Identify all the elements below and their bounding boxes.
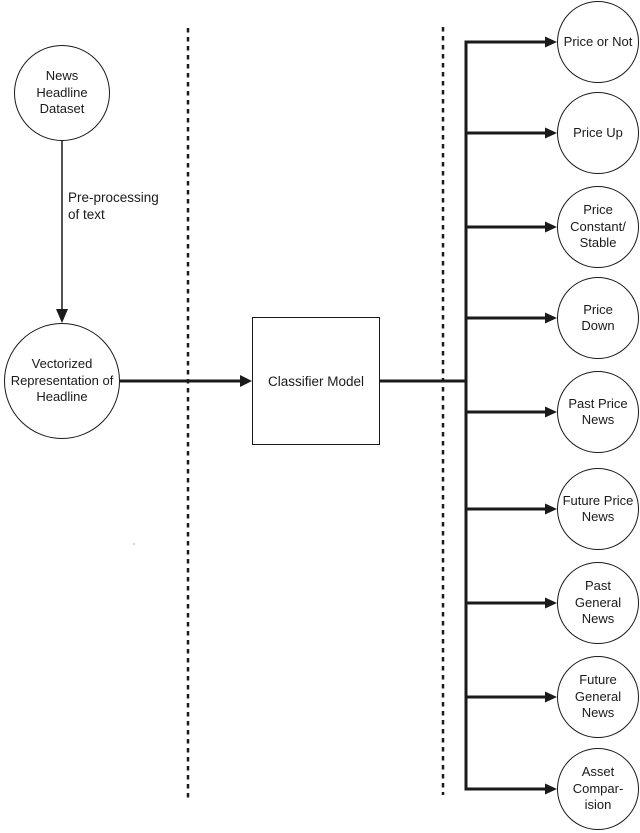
branch-arrow-4: [464, 312, 557, 324]
branch-arrow-9: [464, 783, 557, 795]
branch-arrow-2: [464, 127, 557, 139]
node-output-past-general-news: Past General News: [557, 562, 639, 644]
branch-arrow-1: [464, 36, 557, 48]
arrow-head: [545, 597, 557, 609]
node-label: Price Down: [581, 301, 615, 333]
vectorized-to-classifier-arrow: [119, 375, 252, 387]
arrow-head: [545, 127, 557, 139]
node-output-price-down: Price Down: [557, 277, 639, 359]
node-label: Future Price News: [562, 492, 634, 524]
node-output-asset-comparision: Asset Compar- ision: [557, 748, 639, 830]
node-output-price-constant-stable: Price Constant/ Stable: [557, 186, 639, 268]
node-label: Future General News: [574, 672, 622, 721]
branch-arrow-8: [464, 691, 557, 703]
node-label: Vectorized Representation of Headline: [10, 356, 114, 405]
branch-arrow-7: [464, 597, 557, 609]
arrow-head: [545, 406, 557, 418]
preprocessing-edge-label: Pre-processing of text: [68, 190, 159, 222]
node-vectorized-representation: Vectorized Representation of Headline: [4, 323, 120, 439]
node-output-future-general-news: Future General News: [557, 656, 639, 738]
arrow-head: [545, 503, 557, 515]
arrow-head: [56, 309, 68, 323]
branch-arrow-3: [464, 221, 557, 233]
arrow-head: [545, 36, 557, 48]
node-output-price-up: Price Up: [557, 92, 639, 174]
node-label: Past Price News: [568, 395, 628, 427]
node-output-past-price-news: Past Price News: [557, 371, 639, 453]
stray-dot-artifact: [133, 543, 135, 545]
branch-arrow-6: [464, 503, 557, 515]
arrow-head: [240, 375, 252, 387]
node-label: Classifier Model: [267, 373, 365, 389]
preprocess-arrow: [56, 141, 68, 323]
node-label: Price or Not: [563, 33, 633, 49]
branch-arrow-5: [464, 406, 557, 418]
node-news-headline-dataset: News Headline Dataset: [14, 45, 110, 141]
arrow-head: [545, 783, 557, 795]
node-label: Price Constant/ Stable: [570, 202, 626, 251]
node-classifier-model: Classifier Model: [252, 317, 380, 445]
node-output-future-price-news: Future Price News: [557, 468, 639, 550]
arrow-head: [545, 221, 557, 233]
node-output-price-or-not: Price or Not: [557, 1, 639, 83]
node-label: Past General News: [574, 578, 622, 627]
arrow-head: [545, 691, 557, 703]
node-label: Asset Compar- ision: [572, 764, 624, 813]
arrow-head: [545, 312, 557, 324]
node-label: News Headline Dataset: [36, 68, 88, 117]
node-label: Price Up: [573, 124, 623, 140]
